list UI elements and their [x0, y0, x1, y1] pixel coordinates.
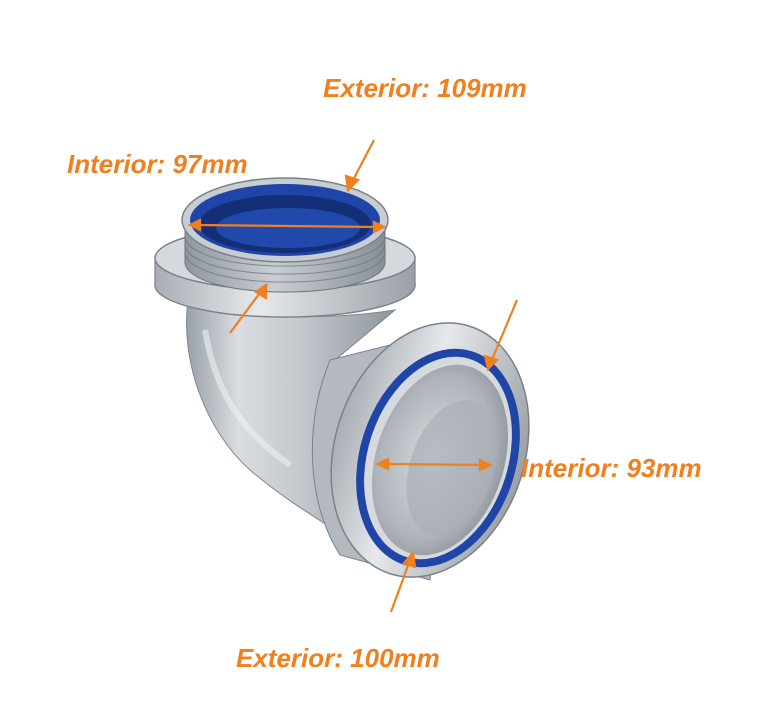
arrow-exterior-bottom: [389, 559, 412, 613]
arrow-interior-side-width: [383, 462, 485, 467]
label-interior-side: Interior: 93mm: [521, 453, 702, 483]
arrowhead-side-right: [478, 458, 493, 472]
top-blue-seal: [181, 177, 389, 263]
label-interior-top: Interior: 97mm: [67, 149, 248, 179]
arrowhead-exterior-bottom: [402, 550, 417, 569]
arrowhead-side-left: [375, 457, 390, 471]
arrowhead-interior-top-right: [372, 220, 387, 234]
arrowhead-top-nut: [253, 282, 268, 300]
side-blue-seal: [356, 348, 520, 568]
arrowhead-interior-top-left: [187, 218, 202, 232]
arrowhead-interior-side: [483, 354, 500, 372]
arrow-exterior-top: [351, 139, 375, 183]
label-exterior-top: Exterior: 109mm: [323, 73, 527, 103]
arrow-top-nut: [229, 289, 263, 334]
label-exterior-bottom: Exterior: 100mm: [236, 643, 440, 673]
arrow-interior-top: [195, 223, 379, 229]
arrowhead-exterior-top: [344, 174, 361, 193]
annotation-arrows: [187, 139, 519, 613]
arrow-interior-side: [489, 299, 519, 363]
